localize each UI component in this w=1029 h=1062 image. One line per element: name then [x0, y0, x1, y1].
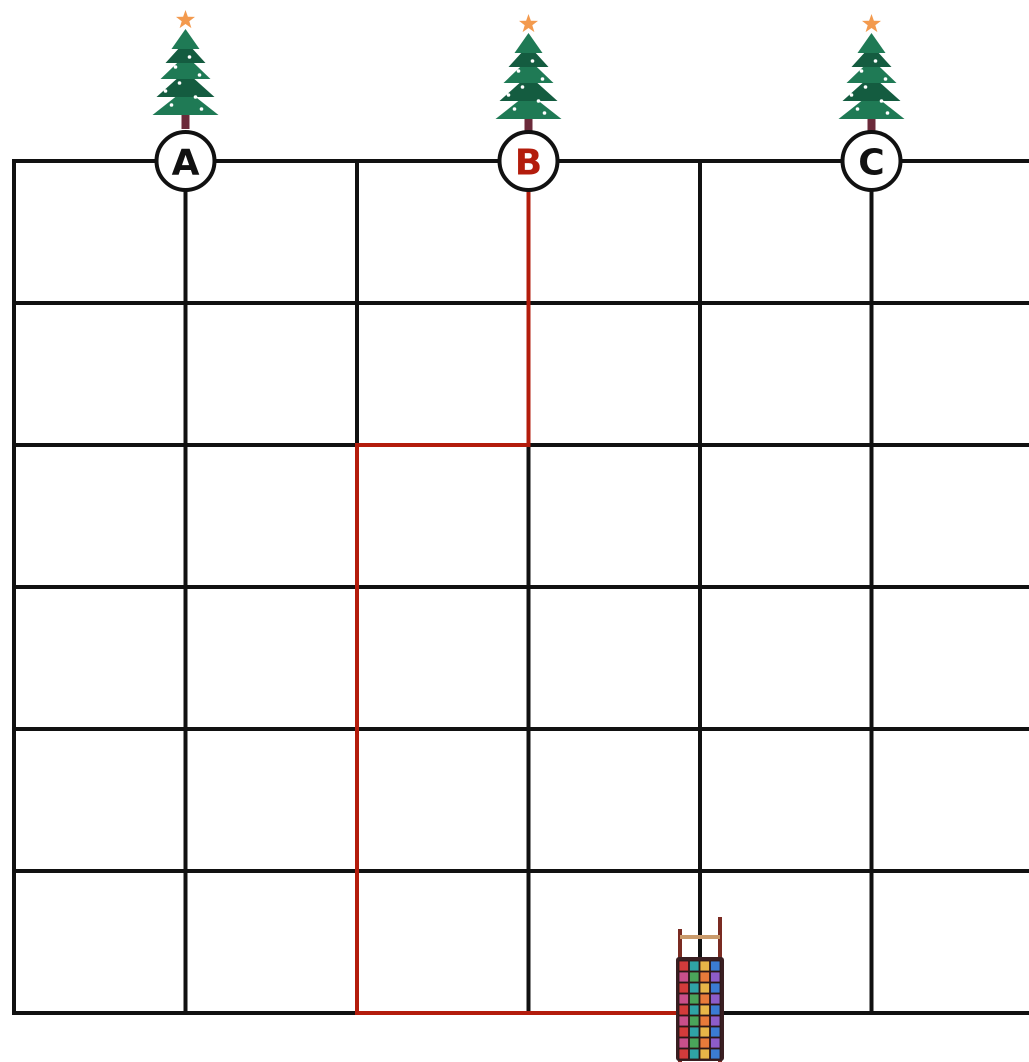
trees: [153, 10, 905, 133]
node-label: A: [172, 143, 200, 184]
gift-box: [690, 983, 700, 993]
gift-box: [679, 1027, 689, 1037]
tree-ornament: [886, 111, 890, 115]
tree-tier: [858, 33, 886, 53]
tree-node: B: [500, 132, 558, 190]
tree-ornament: [178, 81, 182, 85]
gift-box: [679, 1049, 689, 1059]
gift-box: [711, 994, 721, 1004]
tree-ornament: [198, 73, 202, 77]
christmas-tree-icon: [496, 14, 562, 133]
node-label: C: [858, 143, 884, 184]
gift-box: [700, 1038, 710, 1048]
star-icon: [862, 14, 881, 32]
gift-box: [700, 972, 710, 982]
christmas-tree-icon: [153, 10, 219, 129]
tree-ornament: [884, 77, 888, 81]
tree-ornament: [537, 99, 541, 103]
tree-ornament: [164, 89, 168, 93]
gift-box: [700, 961, 710, 971]
grid: [14, 161, 1029, 1013]
gift-box: [711, 983, 721, 993]
tree-ornament: [513, 107, 517, 111]
tree-ornament: [521, 85, 525, 89]
sleigh-handle: [680, 935, 720, 939]
gift-box: [679, 972, 689, 982]
gift-box: [711, 1049, 721, 1059]
tree-ornament: [194, 95, 198, 99]
tree-node: A: [157, 132, 215, 190]
tree-ornament: [850, 93, 854, 97]
gift-box: [679, 983, 689, 993]
star-icon: [519, 14, 538, 32]
gift-box: [700, 1005, 710, 1015]
tree-tier: [515, 33, 543, 53]
gift-box: [679, 961, 689, 971]
gift-box: [700, 983, 710, 993]
gift-box: [711, 972, 721, 982]
gift-box: [690, 972, 700, 982]
gift-sleigh-icon: [676, 917, 724, 1062]
tree-ornament: [531, 59, 535, 63]
gift-box: [711, 1005, 721, 1015]
gift-box: [711, 961, 721, 971]
gift-box: [679, 1038, 689, 1048]
gift-box: [690, 1016, 700, 1026]
gift-box: [711, 1027, 721, 1037]
gift-box: [700, 1016, 710, 1026]
tree-ornament: [507, 93, 511, 97]
gift-box: [679, 994, 689, 1004]
gift-box: [690, 961, 700, 971]
gift-box: [711, 1038, 721, 1048]
sleigh: [676, 917, 724, 1062]
gift-box: [700, 1027, 710, 1037]
gift-box: [690, 1038, 700, 1048]
tree-ornament: [864, 85, 868, 89]
tree-ornament: [880, 99, 884, 103]
tree-ornament: [188, 55, 192, 59]
gift-box: [690, 1005, 700, 1015]
gift-box: [679, 1016, 689, 1026]
tree-ornament: [856, 107, 860, 111]
gift-box: [690, 1027, 700, 1037]
gift-box: [700, 994, 710, 1004]
tree-ornament: [200, 107, 204, 111]
gift-box: [679, 1005, 689, 1015]
tree-ornament: [541, 77, 545, 81]
gift-box: [690, 994, 700, 1004]
tree-ornament: [860, 69, 864, 73]
tree-trunk: [182, 115, 190, 129]
star-icon: [176, 10, 195, 28]
tree-ornament: [543, 111, 547, 115]
gift-box: [700, 1049, 710, 1059]
christmas-tree-icon: [839, 14, 905, 133]
tree-node: C: [843, 132, 901, 190]
tree-ornament: [517, 69, 521, 73]
tree-tier: [172, 29, 200, 49]
tree-ornament: [170, 103, 174, 107]
tree-ornament: [874, 59, 878, 63]
tree-ornament: [174, 65, 178, 69]
gift-box: [690, 1049, 700, 1059]
gift-box: [711, 1016, 721, 1026]
node-label: B: [515, 143, 542, 184]
